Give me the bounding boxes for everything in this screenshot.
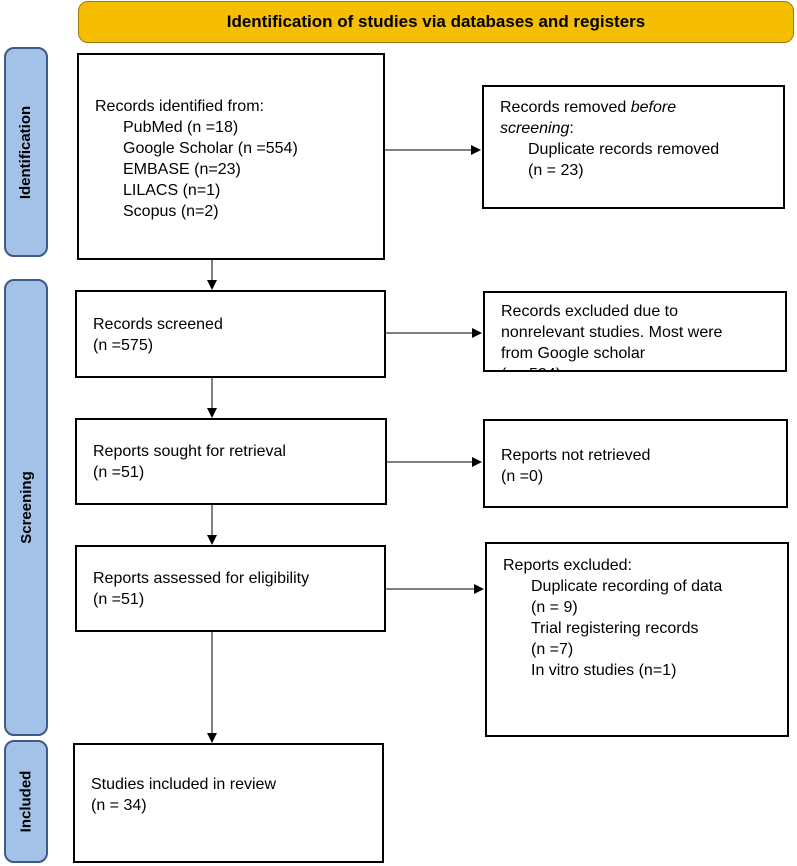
reports-sought-box: Reports sought for retrieval (n =51) bbox=[75, 418, 387, 505]
records-screened-count: (n =575) bbox=[93, 337, 154, 354]
reports-assessed-count: (n =51) bbox=[93, 591, 145, 608]
duplicate-records-removed: Duplicate records removed bbox=[528, 141, 720, 158]
studies-included-count: (n = 34) bbox=[91, 797, 147, 814]
reports-excluded-item: Duplicate recording of data bbox=[531, 578, 723, 595]
reports-excluded-item: (n = 9) bbox=[531, 599, 578, 616]
duplicate-records-count: (n = 23) bbox=[528, 162, 584, 179]
studies-included-label: Studies included in review bbox=[91, 776, 276, 793]
records-excluded-box: Records excluded due to nonrelevant stud… bbox=[483, 291, 787, 372]
records-screened-box: Records screened (n =575) bbox=[75, 290, 386, 378]
reports-not-retrieved-label: Reports not retrieved bbox=[501, 447, 651, 464]
records-excluded-line: nonrelevant studies. Most were bbox=[501, 324, 723, 341]
records-identified-box: Records identified from: PubMed (n =18) … bbox=[77, 53, 385, 260]
source-scopus: Scopus (n=2) bbox=[123, 203, 219, 220]
reports-excluded-heading: Reports excluded: bbox=[503, 557, 632, 574]
phase-identification: Identification bbox=[4, 47, 48, 257]
records-removed-box: Records removed before screening: Duplic… bbox=[482, 85, 785, 209]
records-screened-label: Records screened bbox=[93, 316, 223, 333]
records-excluded-line: (n =524) bbox=[501, 364, 785, 370]
source-google-scholar: Google Scholar (n =554) bbox=[123, 140, 298, 157]
reports-excluded-item: In vitro studies (n=1) bbox=[531, 662, 677, 679]
flow-header: Identification of studies via databases … bbox=[78, 1, 794, 43]
source-embase: EMBASE (n=23) bbox=[123, 161, 241, 178]
source-pubmed: PubMed (n =18) bbox=[123, 119, 239, 136]
records-removed-line1: Records removed before bbox=[500, 99, 677, 116]
records-excluded-line: from Google scholar bbox=[501, 345, 646, 362]
source-lilacs: LILACS (n=1) bbox=[123, 182, 221, 199]
reports-assessed-label: Reports assessed for eligibility bbox=[93, 570, 310, 587]
studies-included-box: Studies included in review (n = 34) bbox=[73, 743, 384, 863]
records-excluded-line: Records excluded due to bbox=[501, 303, 678, 320]
header-title: Identification of studies via databases … bbox=[226, 12, 646, 31]
phase-screening: Screening bbox=[4, 279, 48, 736]
records-removed-line2: screening: bbox=[500, 120, 574, 137]
reports-not-retrieved-count: (n =0) bbox=[501, 468, 544, 485]
reports-assessed-box: Reports assessed for eligibility (n =51) bbox=[75, 545, 386, 632]
reports-sought-label: Reports sought for retrieval bbox=[93, 443, 286, 460]
reports-excluded-item: Trial registering records bbox=[531, 620, 699, 637]
reports-excluded-box: Reports excluded: Duplicate recording of… bbox=[485, 542, 789, 737]
records-identified-heading: Records identified from: bbox=[95, 98, 264, 115]
reports-excluded-item: (n =7) bbox=[531, 641, 574, 658]
reports-sought-count: (n =51) bbox=[93, 464, 145, 481]
phase-included: Included bbox=[4, 740, 48, 863]
reports-not-retrieved-box: Reports not retrieved (n =0) bbox=[483, 419, 788, 508]
